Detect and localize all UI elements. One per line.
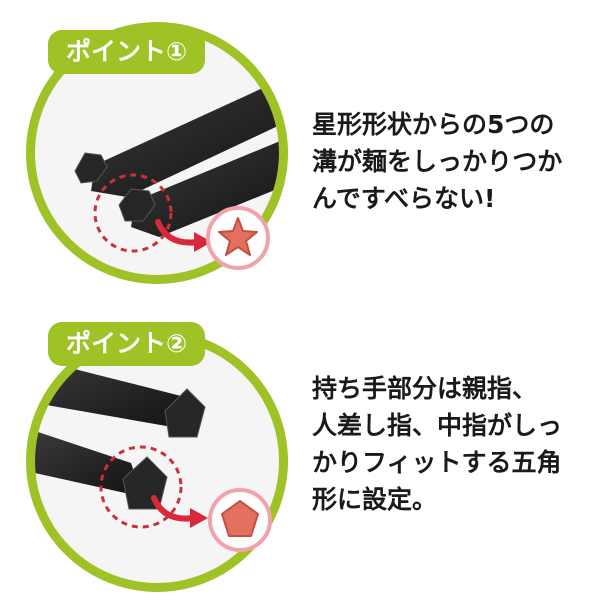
description-line: 溝が麺をしっかりつか bbox=[312, 147, 563, 176]
pentagon-shape-callout bbox=[208, 488, 272, 552]
focus-dashed-circle bbox=[99, 445, 183, 529]
star-chopsticks-image bbox=[74, 87, 279, 253]
star-shape-callout bbox=[206, 206, 270, 270]
focus-dashed-circle bbox=[93, 173, 173, 253]
arrow-icon bbox=[155, 219, 212, 252]
description-line: 星形形状からの5つの bbox=[312, 110, 555, 139]
point-description: 星形形状からの5つの 溝が麺をしっかりつか んですべらない! bbox=[312, 106, 592, 217]
point-badge: ポイント② bbox=[48, 322, 206, 366]
description-line: 形に設定。 bbox=[312, 485, 438, 514]
point-badge: ポイント① bbox=[48, 30, 206, 74]
point-description: 持ち手部分は親指、 人差し指、中指がしっ かりフィットする五角 形に設定。 bbox=[312, 370, 592, 518]
pentagon-icon bbox=[221, 500, 259, 537]
description-line: 人差し指、中指がしっ bbox=[312, 411, 563, 440]
pentagon-chopsticks-image bbox=[35, 359, 206, 529]
arrow-icon bbox=[151, 495, 208, 528]
point-panel-2: ポイント② 持ち手部分は親指、 人差し指、中指がしっ かりフィットする五角 形に… bbox=[0, 300, 600, 600]
description-line: かりフィットする五角 bbox=[312, 448, 562, 477]
point-panel-1: ポイント① 星形形状からの5つの 溝が麺をしっかりつか んですべらない! bbox=[26, 22, 592, 284]
description-line: んですべらない! bbox=[312, 184, 496, 213]
chopstick-photo-circle bbox=[26, 330, 288, 592]
description-line: 持ち手部分は親指、 bbox=[312, 374, 538, 403]
star-icon bbox=[218, 217, 258, 256]
